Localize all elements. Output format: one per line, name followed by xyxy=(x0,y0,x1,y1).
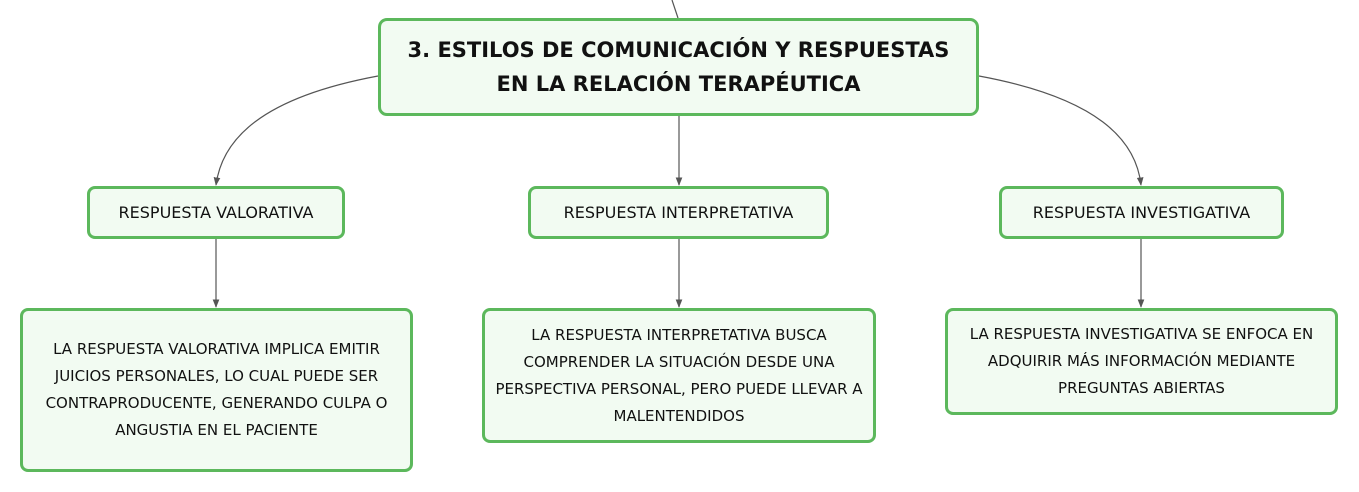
topic-respuesta-investigativa[interactable]: RESPUESTA INVESTIGATIVA xyxy=(999,186,1284,239)
topic-respuesta-interpretativa[interactable]: RESPUESTA INTERPRETATIVA xyxy=(528,186,829,239)
subtopic-investigativa-detail[interactable]: LA RESPUESTA INVESTIGATIVA SE ENFOCA EN … xyxy=(945,308,1338,415)
connector-root-to-investigativa xyxy=(978,75,1144,186)
subtopic-valorativa-detail[interactable]: LA RESPUESTA VALORATIVA IMPLICA EMITIR J… xyxy=(20,308,413,472)
root-topic-title: 3. ESTILOS DE COMUNICACIÓN Y RESPUESTAS … xyxy=(407,38,950,96)
connector-root-to-valorativa xyxy=(213,75,379,186)
topic-label: RESPUESTA INVESTIGATIVA xyxy=(1032,203,1251,222)
topic-label: RESPUESTA INTERPRETATIVA xyxy=(563,203,794,222)
subtopic-interpretativa-detail[interactable]: LA RESPUESTA INTERPRETATIVA BUSCA COMPRE… xyxy=(482,308,876,443)
topic-label: RESPUESTA VALORATIVA xyxy=(118,203,314,222)
subtopic-text: LA RESPUESTA VALORATIVA IMPLICA EMITIR J… xyxy=(45,340,388,439)
subtopic-text: LA RESPUESTA INVESTIGATIVA SE ENFOCA EN … xyxy=(969,325,1314,397)
topic-respuesta-valorativa[interactable]: RESPUESTA VALORATIVA xyxy=(87,186,345,239)
connector-from-parent xyxy=(671,0,679,19)
subtopic-text: LA RESPUESTA INTERPRETATIVA BUSCA COMPRE… xyxy=(495,325,863,425)
root-topic-node[interactable]: 3. ESTILOS DE COMUNICACIÓN Y RESPUESTAS … xyxy=(378,18,979,116)
